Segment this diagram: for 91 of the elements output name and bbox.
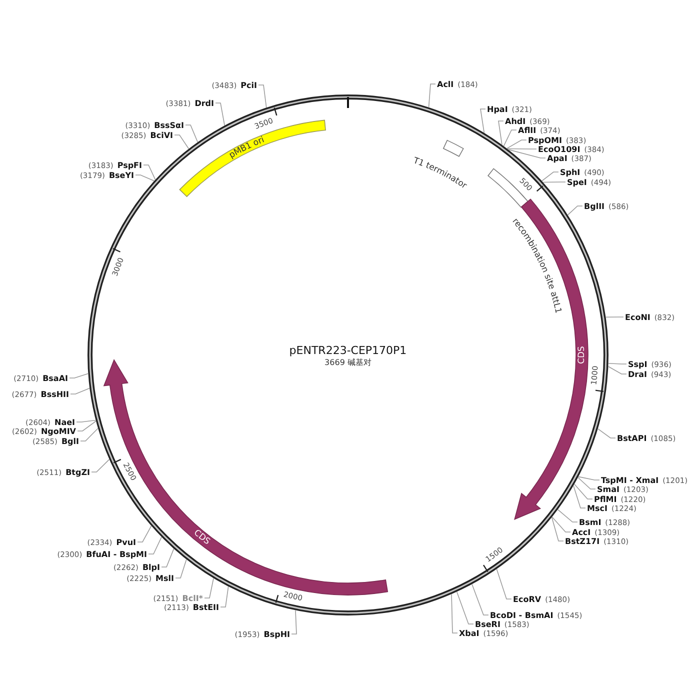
- leader-line: [578, 476, 600, 480]
- enzyme-name: AccI: [572, 528, 591, 536]
- leader-line: [143, 164, 156, 180]
- enzyme-name: NgoMIV: [40, 426, 76, 436]
- leader-line: [573, 485, 586, 508]
- enzyme-name: AflII: [518, 126, 536, 134]
- enzyme-name: BcoDI - BsmAI: [490, 610, 554, 620]
- leader-line: [567, 206, 583, 216]
- leader-line: [137, 526, 152, 542]
- leader-line: [76, 420, 96, 422]
- leader-line: [574, 484, 593, 500]
- enzyme-name: BstZ17I: [565, 536, 600, 546]
- enzyme-name: SpeI: [567, 178, 587, 186]
- leader-line: [148, 536, 162, 554]
- enzyme-name: DrdI: [194, 98, 214, 108]
- leader-line: [551, 516, 564, 542]
- leader-line: [503, 130, 517, 146]
- enzyme-name: BsaAI: [42, 374, 68, 382]
- leader-line: [598, 428, 616, 438]
- enzyme-name: PvuI: [116, 538, 136, 546]
- leader-line: [451, 594, 458, 634]
- enzyme-name: PspOMI: [528, 136, 562, 144]
- enzyme-name: BsmI: [579, 518, 602, 526]
- enzyme-name: BseRI: [475, 620, 500, 628]
- leader-line: [506, 148, 537, 150]
- enzyme-name: BseYI: [108, 170, 134, 180]
- enzyme-name: MscI: [587, 504, 608, 512]
- leader-line: [498, 120, 504, 146]
- enzyme-name: BciVI: [150, 130, 173, 140]
- enzyme-name: BclI*: [182, 594, 203, 602]
- leader-line: [542, 182, 566, 183]
- enzyme-name: TspMI - XmaI: [601, 476, 659, 484]
- leader-line: [204, 578, 214, 598]
- enzyme-name: EcoNI: [625, 312, 650, 322]
- feature-label: CDS: [192, 528, 212, 547]
- enzyme-name: HpaI: [487, 104, 508, 114]
- plasmid-name: pENTR223-CEP170P1: [289, 344, 407, 357]
- leader-line: [480, 108, 486, 134]
- enzyme-name: BstAPI: [617, 434, 647, 442]
- leader-line: [608, 362, 627, 364]
- enzyme-name: DraI: [628, 370, 647, 378]
- leader-line: [174, 134, 190, 150]
- leader-line: [608, 366, 627, 374]
- enzyme-name: BfuAI - BspMI: [86, 550, 147, 558]
- enzyme-name: SmaI: [597, 484, 620, 494]
- leader-line: [91, 459, 110, 472]
- enzyme-name: EcoO109I: [538, 144, 580, 154]
- leader-line: [428, 84, 436, 108]
- leader-line: [70, 388, 90, 394]
- leader-line: [175, 559, 187, 578]
- leader-line: [220, 586, 229, 608]
- enzyme-name: ApaI: [547, 154, 568, 162]
- leader-line: [185, 124, 198, 143]
- leader-line: [161, 548, 174, 568]
- enzyme-name: BssSαI: [154, 120, 184, 130]
- enzyme-name: BlpI: [142, 562, 160, 572]
- enzyme-name: BtgZI: [66, 468, 90, 476]
- leader-line: [135, 174, 154, 182]
- leader-line: [508, 149, 546, 158]
- leader-line: [291, 610, 297, 634]
- leader-line: [605, 316, 624, 318]
- enzyme-name: AclI: [437, 80, 454, 88]
- enzyme-name: PflMI: [594, 494, 617, 504]
- enzyme-name: BstEII: [192, 602, 219, 612]
- leader-line: [215, 102, 226, 126]
- leader-line: [77, 420, 96, 432]
- leader-line: [69, 373, 88, 378]
- enzyme-name: BssHII: [40, 390, 69, 398]
- leader-line: [258, 84, 267, 108]
- enzyme-name: PspFI: [117, 160, 142, 170]
- leader-line: [456, 591, 474, 624]
- enzyme-name: SphI: [560, 168, 580, 176]
- enzyme-name: BglI: [61, 436, 79, 446]
- leader-line: [578, 477, 596, 490]
- sequence-length: 3669 碱基对: [324, 358, 372, 368]
- leader-line: [542, 172, 559, 182]
- leader-line: [552, 516, 571, 532]
- enzyme-name: SspI: [628, 360, 648, 368]
- enzyme-name: BspHI: [264, 630, 290, 638]
- enzyme-name: EcoRV: [513, 594, 542, 604]
- enzyme-name: NaeI: [54, 418, 75, 426]
- leader-line: [472, 584, 489, 616]
- enzyme-name: BglII: [584, 202, 605, 210]
- enzyme-name: PciI: [240, 80, 257, 90]
- enzyme-name: AhdI: [505, 116, 526, 126]
- enzyme-name: MslI: [156, 574, 174, 582]
- leader-line: [557, 509, 578, 522]
- leader-line: [80, 428, 98, 442]
- leader-line: [506, 140, 527, 149]
- enzyme-name: XbaI: [459, 628, 480, 638]
- leader-line: [496, 568, 512, 600]
